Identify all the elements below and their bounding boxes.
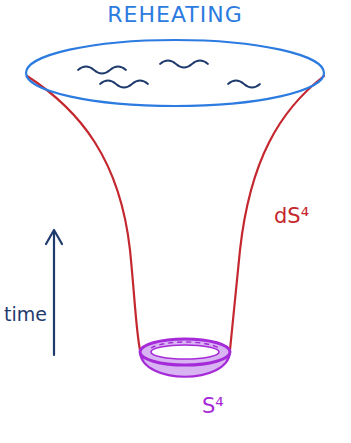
wave xyxy=(100,81,148,88)
sphere-ring xyxy=(140,339,230,365)
ds-wall-right xyxy=(230,76,324,350)
space-label: dS⁴ xyxy=(274,206,309,227)
sphere-ring-inner xyxy=(151,345,219,359)
axis-label: time xyxy=(4,305,47,324)
wave xyxy=(228,81,260,88)
wave xyxy=(78,67,126,74)
sphere-label: S⁴ xyxy=(202,396,224,417)
wave-lines xyxy=(78,61,260,88)
wave xyxy=(160,61,208,68)
sphere-dash xyxy=(151,342,219,348)
reheating-ellipse xyxy=(26,40,324,106)
time-arrowhead xyxy=(46,230,62,244)
title-label: REHEATING xyxy=(107,4,242,26)
time-arrow xyxy=(53,232,55,355)
